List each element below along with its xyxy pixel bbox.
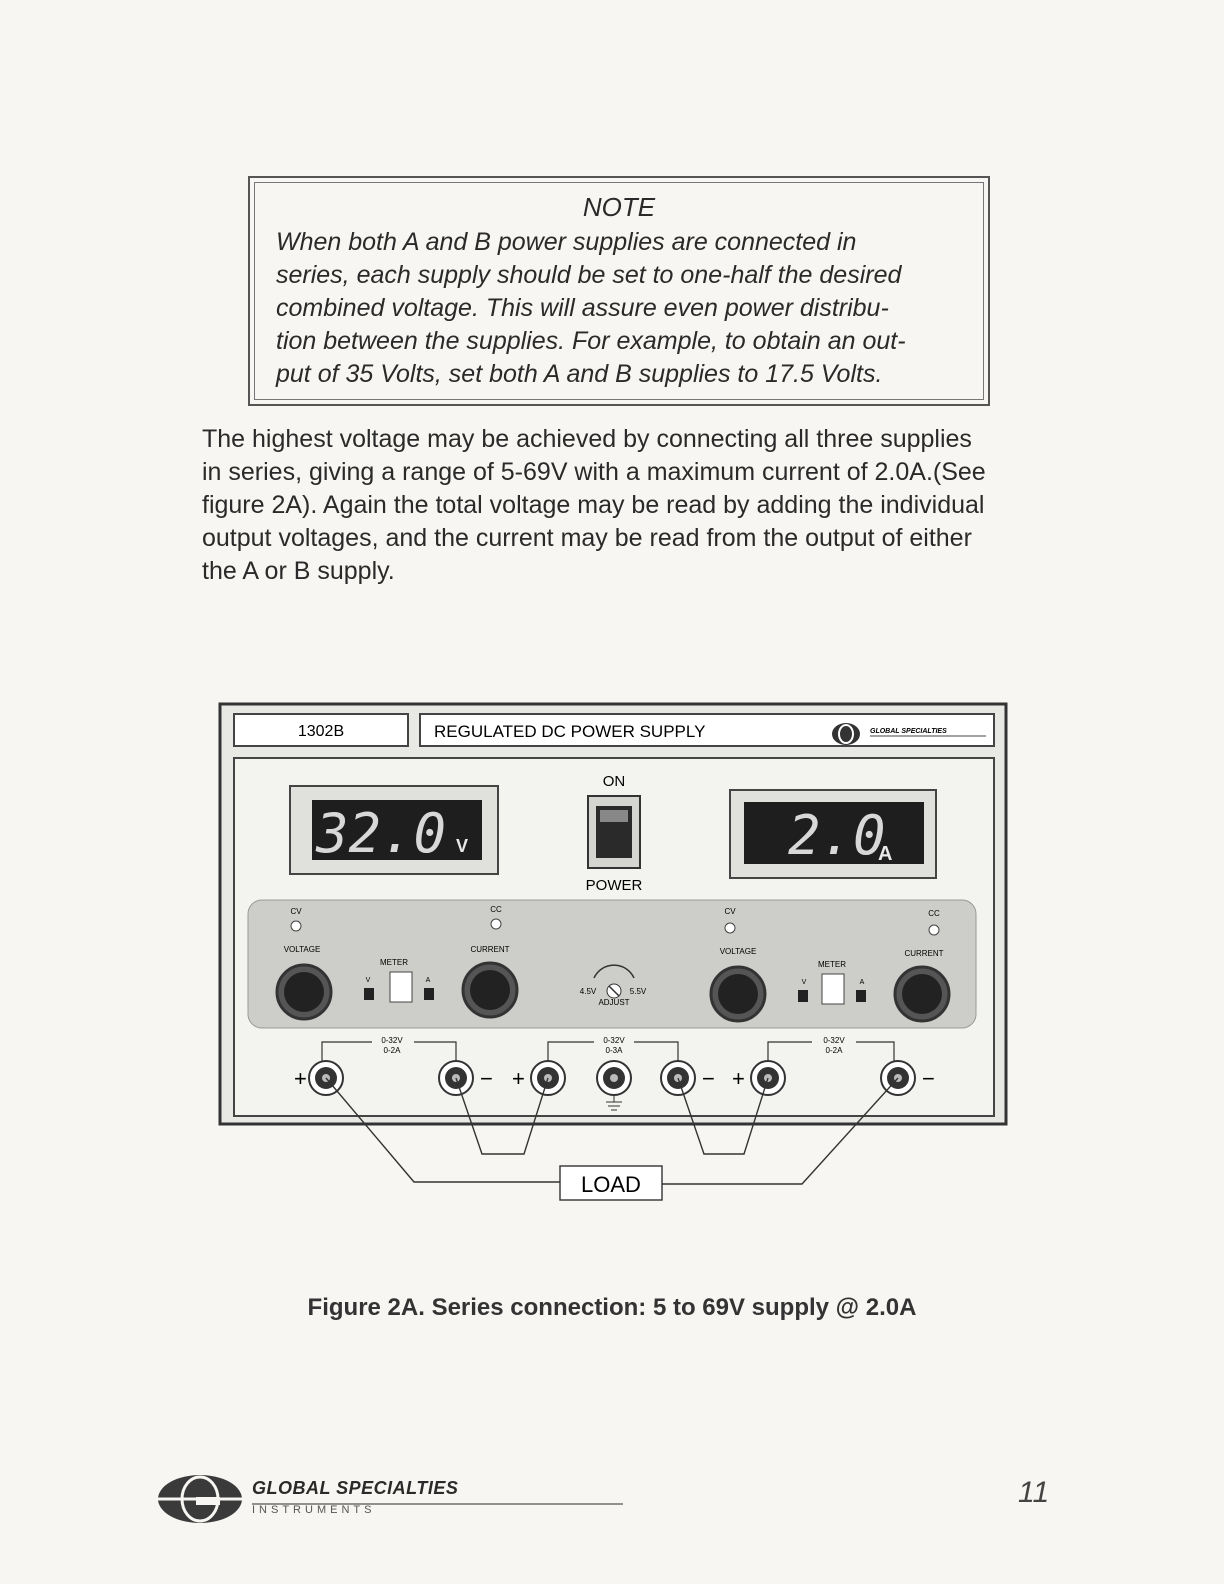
range-mid-voltage: 0-32V — [603, 1036, 625, 1045]
cv-led-b — [724, 922, 736, 934]
terminal-ground[interactable] — [596, 1060, 632, 1096]
left-display-value: 32.0 — [315, 802, 446, 865]
plus-sign-a: + — [294, 1066, 307, 1091]
adjust-high-label: 5.5V — [630, 987, 647, 996]
cc-led-b — [928, 924, 940, 936]
meter-a-label-a: A — [426, 977, 431, 984]
model-label: 1302B — [298, 723, 344, 740]
footer-brand-sub: INSTRUMENTS — [252, 1504, 376, 1516]
meter-switch-b[interactable] — [821, 973, 845, 1005]
cc-label-a: CC — [490, 905, 502, 914]
power-label: POWER — [586, 877, 643, 894]
paragraph-line: in series, giving a range of 5-69V with … — [202, 458, 986, 486]
paragraph-line: The highest voltage may be achieved by c… — [202, 425, 972, 453]
cv-led-a — [290, 920, 302, 932]
footer-brand: GLOBAL SPECIALTIES — [252, 1478, 459, 1498]
adjust-low-label: 4.5V — [580, 987, 597, 996]
note-line: put of 35 Volts, set both A and B suppli… — [276, 360, 883, 388]
note-inner-border — [254, 182, 984, 400]
range-b-current: 0-2A — [826, 1046, 844, 1055]
voltage-label-a: VOLTAGE — [284, 945, 321, 954]
adjust-label: ADJUST — [598, 998, 629, 1007]
right-display-value: 2.0 — [788, 804, 886, 867]
cc-led-a — [490, 918, 502, 930]
note-body: When both A and B power supplies are con… — [276, 226, 964, 391]
paragraph-line: figure 2A). Again the total voltage may … — [202, 491, 985, 519]
model-box — [233, 713, 409, 747]
meter-label-a: METER — [380, 958, 408, 967]
panel-logo-icon — [832, 723, 860, 745]
current-label-b: CURRENT — [904, 949, 943, 958]
range-a-current: 0-2A — [384, 1046, 402, 1055]
plus-sign-b: + — [512, 1066, 525, 1091]
note-line: combined voltage. This will assure even … — [276, 294, 889, 322]
control-strip — [247, 899, 977, 1029]
cv-label-b: CV — [724, 907, 736, 916]
left-display-unit: V — [456, 836, 468, 856]
meter-label-b: METER — [818, 960, 846, 969]
power-supply-figure: 1302B REGULATED DC POWER SUPPLY GLOBAL S… — [218, 702, 1008, 1201]
range-mid-current: 0-3A — [606, 1046, 624, 1055]
meter-v-label-b: V — [802, 979, 807, 986]
figure-caption: Figure 2A. Series connection: 5 to 69V s… — [307, 1294, 917, 1321]
page-number: 11 — [1018, 1476, 1050, 1509]
footer-logo — [158, 1475, 623, 1523]
plus-sign-c: + — [732, 1066, 745, 1091]
series-wiring — [325, 1077, 899, 1185]
minus-sign-b: − — [702, 1066, 715, 1091]
body-paragraph: The highest voltage may be achieved by c… — [202, 423, 1082, 588]
left-display — [312, 800, 482, 860]
meter-v-label-a: V — [366, 977, 371, 984]
note-line: tion between the supplies. For example, … — [276, 327, 906, 355]
range-a-voltage: 0-32V — [381, 1036, 403, 1045]
voltage-label-b: VOLTAGE — [720, 947, 757, 956]
title-box — [419, 713, 995, 747]
note-box: NOTE When both A and B power supplies ar… — [248, 176, 990, 406]
minus-sign-a: − — [480, 1066, 493, 1091]
note-title: NOTE — [582, 192, 656, 222]
right-display — [744, 802, 924, 864]
current-label-a: CURRENT — [470, 945, 509, 954]
load-label: LOAD — [581, 1172, 641, 1197]
meter-switch-a[interactable] — [389, 971, 413, 1003]
on-label: ON — [603, 773, 626, 790]
paragraph-line: output voltages, and the current may be … — [202, 524, 972, 552]
panel-logo-text: GLOBAL SPECIALTIES — [870, 728, 947, 735]
load-box — [559, 1165, 663, 1201]
globe-logo-icon — [158, 1475, 242, 1523]
paragraph-line: the A or B supply. — [202, 557, 395, 585]
cv-label-a: CV — [290, 907, 302, 916]
range-b-voltage: 0-32V — [823, 1036, 845, 1045]
ground-icon — [606, 1095, 622, 1111]
note-line: series, each supply should be set to one… — [276, 261, 902, 289]
meter-a-label-b: A — [860, 979, 865, 986]
note-line: When both A and B power supplies are con… — [276, 228, 857, 256]
panel-title: REGULATED DC POWER SUPPLY — [434, 722, 705, 741]
cc-label-b: CC — [928, 909, 940, 918]
right-display-unit: A — [878, 843, 892, 865]
minus-sign-c: − — [922, 1066, 935, 1091]
